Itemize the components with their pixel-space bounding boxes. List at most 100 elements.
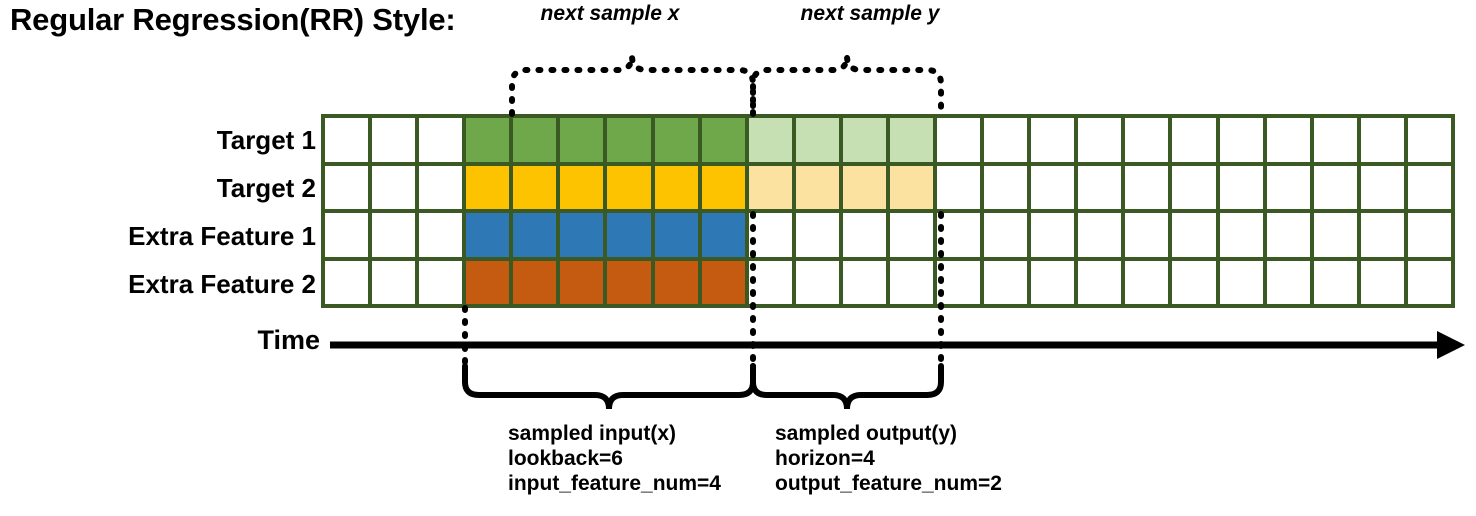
grid-cell-r2-c1-empty bbox=[325, 165, 369, 209]
grid-cell-r2-c16-empty bbox=[1031, 165, 1075, 209]
grid-cell-r2-c5-input bbox=[513, 165, 557, 209]
grid-cell-r3-c1-empty bbox=[325, 213, 369, 257]
grid-cell-r3-c4-input bbox=[466, 213, 510, 257]
grid-cell-r3-c11-empty bbox=[795, 213, 839, 257]
timeline-grid bbox=[321, 114, 1455, 308]
grid-cell-r2-c14-empty bbox=[937, 165, 981, 209]
grid-cell-r2-c22-empty bbox=[1313, 165, 1357, 209]
grid-cell-r1-c12-output bbox=[842, 118, 886, 162]
grid-cell-r4-c2-empty bbox=[372, 260, 416, 304]
grid-cell-r2-c12-output bbox=[842, 165, 886, 209]
grid-cell-r4-c14-empty bbox=[937, 260, 981, 304]
next-sample-x-brace bbox=[509, 55, 756, 117]
grid-cell-r1-c2-empty bbox=[372, 118, 416, 162]
grid-cell-r3-c6-input bbox=[560, 213, 604, 257]
grid-cell-r1-c15-empty bbox=[984, 118, 1028, 162]
next-sample-y-brace bbox=[750, 55, 944, 117]
grid-cell-r4-c9-input bbox=[701, 260, 745, 304]
grid-cell-r1-c22-empty bbox=[1313, 118, 1357, 162]
grid-cell-r1-c19-empty bbox=[1172, 118, 1216, 162]
grid-cell-r1-c14-empty bbox=[937, 118, 981, 162]
grid-cell-r1-c13-output bbox=[889, 118, 934, 162]
grid-cell-r1-c7-input bbox=[607, 118, 651, 162]
grid-cell-r2-c17-empty bbox=[1078, 165, 1122, 209]
next-sample-y-label: next sample y bbox=[800, 2, 940, 25]
grid-cell-r4-c11-empty bbox=[795, 260, 839, 304]
sampled-output-horizon: horizon=4 bbox=[775, 447, 875, 470]
grid-cell-r3-c7-input bbox=[607, 213, 651, 257]
grid-cell-r4-c5-input bbox=[513, 260, 557, 304]
grid-cell-r4-c19-empty bbox=[1172, 260, 1216, 304]
grid-cell-r4-c8-input bbox=[654, 260, 698, 304]
grid-cell-r3-c8-input bbox=[654, 213, 698, 257]
grid-cell-r1-c21-empty bbox=[1266, 118, 1310, 162]
grid-cell-r2-c20-empty bbox=[1219, 165, 1263, 209]
grid-cell-r2-c21-empty bbox=[1266, 165, 1310, 209]
sampled-output-title: sampled output(y) bbox=[775, 422, 957, 445]
grid-cell-r4-c15-empty bbox=[984, 260, 1028, 304]
grid-cell-r1-c5-input bbox=[513, 118, 557, 162]
grid-cell-r4-c13-empty bbox=[889, 260, 934, 304]
grid-cell-r2-c24-empty bbox=[1407, 165, 1451, 209]
grid-cell-r3-c13-empty bbox=[889, 213, 934, 257]
sampled-output-annotation: sampled output(y) horizon=4 output_featu… bbox=[775, 421, 1002, 496]
grid-cell-r2-c11-output bbox=[795, 165, 839, 209]
grid-cell-r2-c18-empty bbox=[1125, 165, 1169, 209]
sampled-input-lookback: lookback=6 bbox=[508, 447, 623, 470]
grid-cell-r3-c22-empty bbox=[1313, 213, 1357, 257]
grid-cell-r4-c23-empty bbox=[1360, 260, 1404, 304]
grid-cell-r1-c4-input bbox=[466, 118, 510, 162]
grid-cell-r3-c21-empty bbox=[1266, 213, 1310, 257]
sampled-input-title: sampled input(x) bbox=[508, 422, 677, 445]
grid-cell-r2-c23-empty bbox=[1360, 165, 1404, 209]
grid-cell-r3-c23-empty bbox=[1360, 213, 1404, 257]
grid-cell-r1-c20-empty bbox=[1219, 118, 1263, 162]
grid-cell-r1-c9-input bbox=[701, 118, 745, 162]
page-title: Regular Regression(RR) Style: bbox=[10, 2, 456, 37]
sampled-output-feature-num: output_feature_num=2 bbox=[775, 472, 1002, 495]
grid-cell-r1-c18-empty bbox=[1125, 118, 1169, 162]
grid-cell-r2-c13-output bbox=[889, 165, 934, 209]
row-label-list: Target 1 Target 2 Extra Feature 1 Extra … bbox=[20, 116, 316, 308]
grid-cell-r1-c1-empty bbox=[325, 118, 369, 162]
sampled-input-feature-num: input_feature_num=4 bbox=[508, 472, 721, 495]
grid-cell-r2-c15-empty bbox=[984, 165, 1028, 209]
grid-cell-r4-c20-empty bbox=[1219, 260, 1263, 304]
grid-cell-r4-c24-empty bbox=[1407, 260, 1451, 304]
grid-cell-r3-c24-empty bbox=[1407, 213, 1451, 257]
grid-cell-r2-c8-input bbox=[654, 165, 698, 209]
grid-cell-r2-c19-empty bbox=[1172, 165, 1216, 209]
grid-cell-r1-c17-empty bbox=[1078, 118, 1122, 162]
grid-cell-r1-c16-empty bbox=[1031, 118, 1075, 162]
row-label-target-2: Target 2 bbox=[216, 173, 316, 203]
grid-cell-r4-c1-empty bbox=[325, 260, 369, 304]
grid-cell-r4-c17-empty bbox=[1078, 260, 1122, 304]
grid-cell-r1-c3-empty bbox=[419, 118, 463, 162]
time-axis-arrowhead bbox=[1437, 331, 1465, 359]
grid-cell-r3-c12-empty bbox=[842, 213, 886, 257]
grid-cell-r3-c9-input bbox=[701, 213, 745, 257]
grid-cell-r3-c17-empty bbox=[1078, 213, 1122, 257]
grid-cell-r3-c3-empty bbox=[419, 213, 463, 257]
grid-cell-r4-c3-empty bbox=[419, 260, 463, 304]
grid-cell-r2-c10-output bbox=[748, 165, 792, 209]
grid-cell-r3-c15-empty bbox=[984, 213, 1028, 257]
grid-cell-r3-c10-empty bbox=[748, 213, 792, 257]
grid-cell-r2-c4-input bbox=[466, 165, 510, 209]
grid-cell-r3-c2-empty bbox=[372, 213, 416, 257]
grid-cell-r4-c12-empty bbox=[842, 260, 886, 304]
grid-cell-r4-c21-empty bbox=[1266, 260, 1310, 304]
grid-cell-r2-c3-empty bbox=[419, 165, 463, 209]
row-label-extra-feature-2: Extra Feature 2 bbox=[128, 269, 316, 299]
time-axis-label: Time bbox=[257, 325, 320, 355]
grid-cell-r1-c8-input bbox=[654, 118, 698, 162]
next-sample-x-label: next sample x bbox=[540, 2, 680, 25]
grid-cell-r2-c2-empty bbox=[372, 165, 416, 209]
row-label-target-1: Target 1 bbox=[216, 125, 316, 155]
grid-cell-r2-c7-input bbox=[607, 165, 651, 209]
grid-cell-r4-c4-input bbox=[466, 260, 510, 304]
grid-cell-r4-c22-empty bbox=[1313, 260, 1357, 304]
grid-cell-r3-c14-empty bbox=[937, 213, 981, 257]
sampled-input-annotation: sampled input(x) lookback=6 input_featur… bbox=[508, 421, 721, 496]
